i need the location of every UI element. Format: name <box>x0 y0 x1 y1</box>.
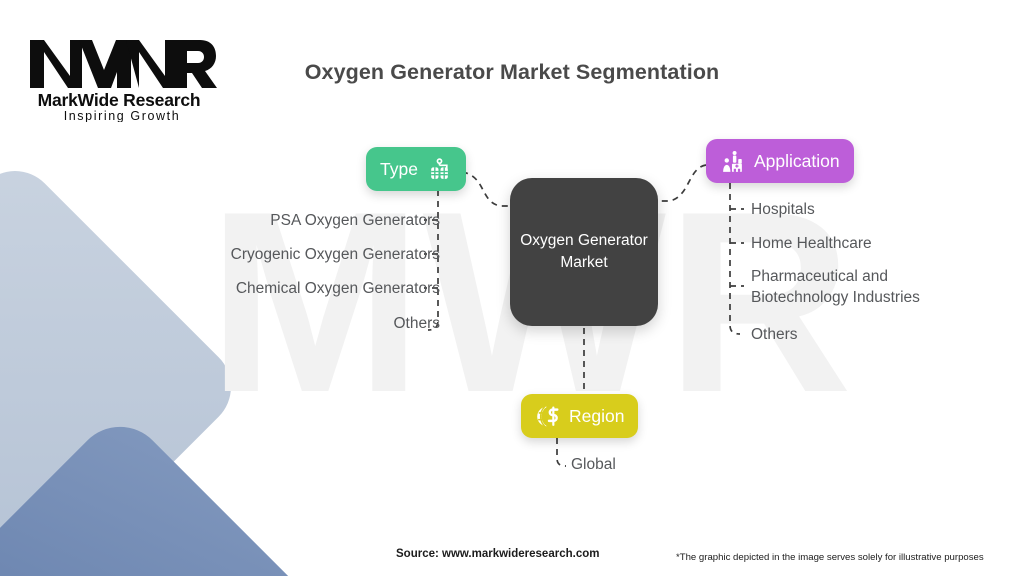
center-node: Oxygen Generator Market <box>510 178 658 326</box>
spine-application <box>729 183 741 335</box>
spine-region <box>556 438 567 467</box>
disclaimer-text: *The graphic depicted in the image serve… <box>676 552 984 563</box>
connector-app-to-center <box>657 164 707 202</box>
brand-name: MarkWide Research <box>38 90 201 110</box>
gas-cylinder-icon <box>427 157 452 182</box>
hospital-patient-icon <box>720 149 745 174</box>
leaf-application-2: Pharmaceutical and Biotechnology Industr… <box>751 268 920 306</box>
page-title: Oxygen Generator Market Segmentation <box>304 60 720 84</box>
branch-badge-application[interactable]: Application <box>706 139 854 183</box>
brand-tagline: Inspiring Growth <box>64 109 181 122</box>
leaf-region-0: Global <box>571 456 616 473</box>
branch-badge-region-label: Region <box>569 405 625 426</box>
leaf-type-3: Others <box>393 315 440 332</box>
leaf-application-0: Hospitals <box>751 201 815 218</box>
leaf-application-3: Others <box>751 326 798 343</box>
branch-badge-type-label: Type <box>380 158 418 179</box>
branch-badge-region[interactable]: Region <box>521 394 639 438</box>
mwr-monogram-icon <box>30 40 217 88</box>
source-text: Source: www.markwideresearch.com <box>396 548 600 560</box>
center-node-label: Oxygen Generator Market <box>520 232 648 271</box>
leaf-type-2: Chemical Oxygen Generators <box>235 280 440 297</box>
branch-badge-type[interactable]: Type <box>366 147 466 191</box>
globe-icon <box>535 404 560 429</box>
leaf-type-1: Cryogenic Oxygen Generators <box>230 246 440 263</box>
leaf-application-1: Home Healthcare <box>751 235 872 252</box>
spine-type <box>427 190 439 331</box>
leaf-type-0: PSA Oxygen Generators <box>270 212 440 229</box>
brand-logo: MarkWide Research Inspiring Growth <box>22 30 217 122</box>
branch-badge-application-label: Application <box>754 150 840 171</box>
connector-type-to-center <box>461 171 512 207</box>
